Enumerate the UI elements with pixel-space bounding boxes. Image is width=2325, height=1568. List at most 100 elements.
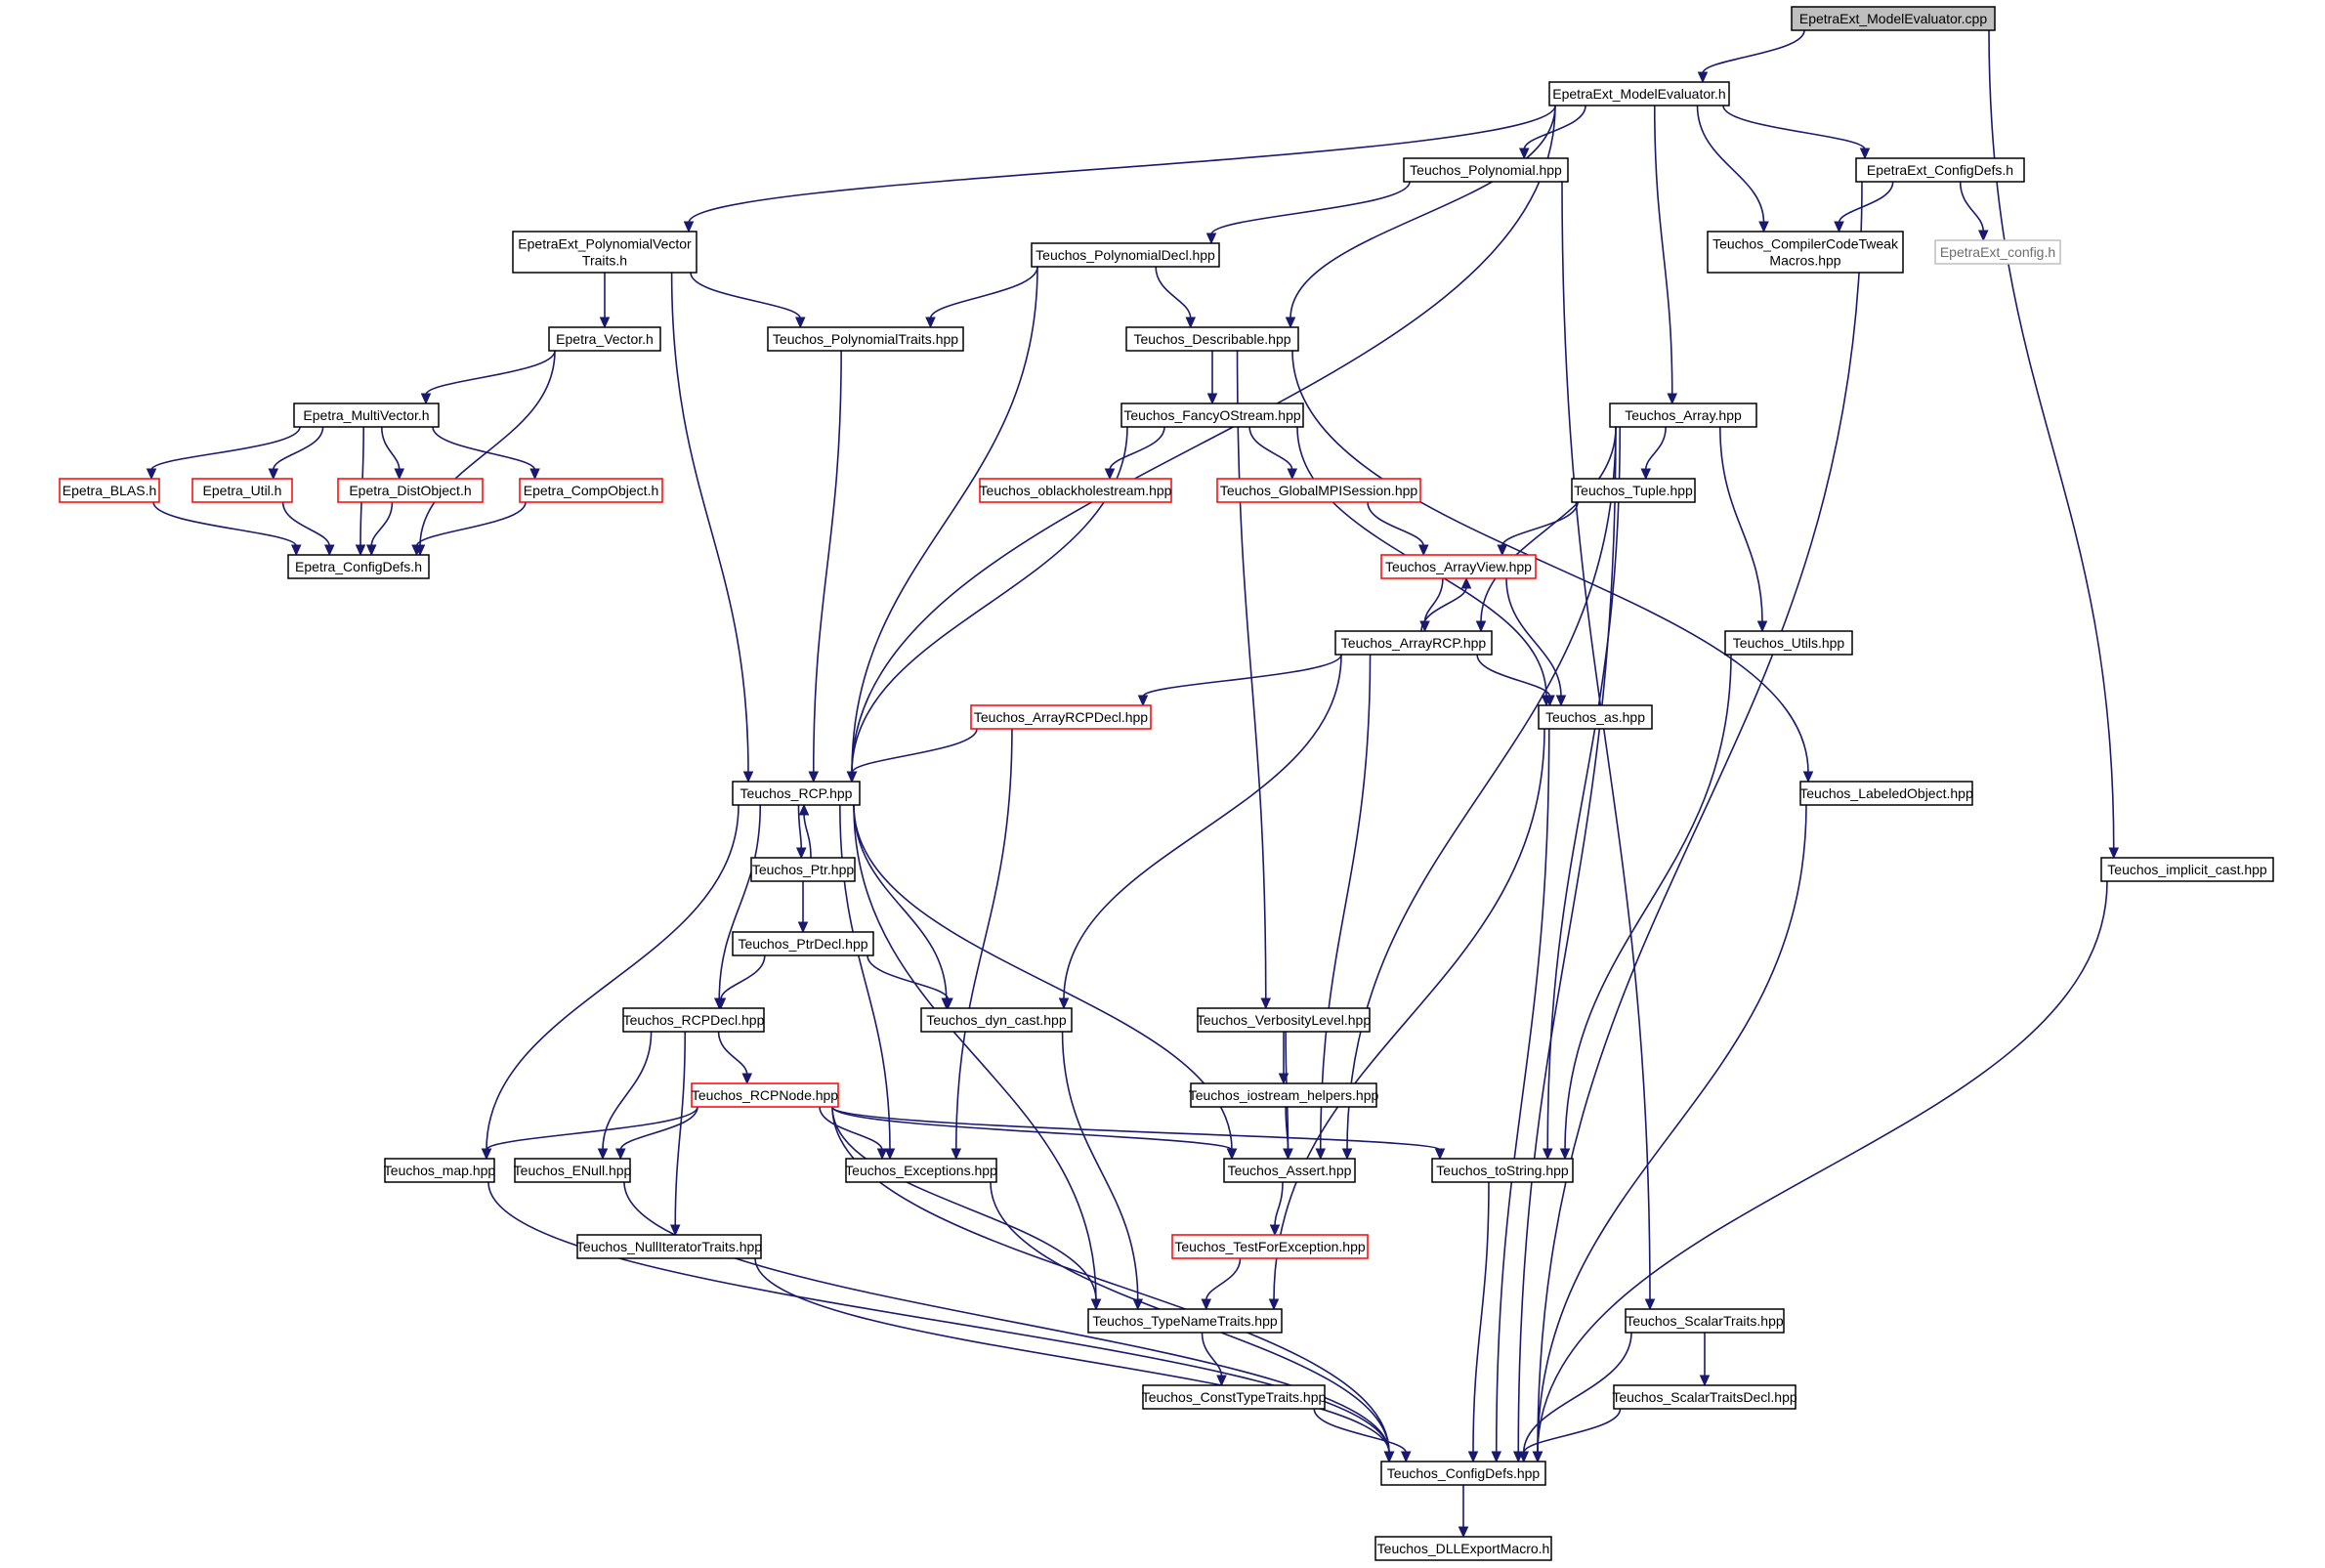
node-box[interactable] bbox=[1403, 157, 1569, 183]
node-stdecl[interactable]: Teuchos_ScalarTraitsDecl.hpp bbox=[1612, 1384, 1797, 1410]
node-assert[interactable]: Teuchos_Assert.hpp bbox=[1223, 1158, 1356, 1183]
node-box[interactable] bbox=[1855, 157, 2025, 183]
node-dll[interactable]: Teuchos_DLLExportMacro.h bbox=[1374, 1536, 1552, 1561]
node-cfg_ext[interactable]: EpetraExt_ConfigDefs.h bbox=[1855, 157, 2025, 183]
node-box[interactable] bbox=[1380, 554, 1537, 579]
node-box[interactable] bbox=[2100, 857, 2274, 882]
node-exc[interactable]: Teuchos_Exceptions.hpp bbox=[845, 1158, 997, 1183]
node-box[interactable] bbox=[1609, 403, 1757, 428]
node-vec[interactable]: Epetra_Vector.h bbox=[548, 326, 661, 352]
node-box[interactable] bbox=[1934, 239, 2061, 265]
node-dyncast[interactable]: Teuchos_dyn_cast.hpp bbox=[920, 1007, 1073, 1033]
node-labeled[interactable]: Teuchos_LabeledObject.hpp bbox=[1799, 781, 1973, 806]
node-tcfg[interactable]: Teuchos_ConfigDefs.hpp bbox=[1380, 1461, 1546, 1486]
node-box[interactable] bbox=[1571, 478, 1696, 503]
node-box[interactable] bbox=[1374, 1536, 1552, 1561]
node-box[interactable] bbox=[1613, 1384, 1797, 1410]
node-box[interactable] bbox=[548, 326, 661, 352]
node-rcpdecl[interactable]: Teuchos_RCPDecl.hpp bbox=[622, 1007, 765, 1033]
node-box[interactable] bbox=[384, 1158, 495, 1183]
node-polydecl[interactable]: Teuchos_PolynomialDecl.hpp bbox=[1031, 242, 1220, 268]
node-tuple[interactable]: Teuchos_Tuple.hpp bbox=[1571, 478, 1696, 503]
node-box[interactable] bbox=[1334, 630, 1493, 656]
node-box[interactable] bbox=[970, 704, 1152, 730]
node-as[interactable]: Teuchos_as.hpp bbox=[1538, 704, 1653, 730]
node-implicit[interactable]: Teuchos_implicit_cast.hpp bbox=[2100, 857, 2274, 882]
node-box[interactable] bbox=[1197, 1007, 1371, 1033]
node-av[interactable]: Teuchos_ArrayView.hpp bbox=[1380, 554, 1537, 579]
node-distobj[interactable]: Epetra_DistObject.h bbox=[337, 478, 484, 503]
node-ctt[interactable]: Teuchos_ConstTypeTraits.hpp bbox=[1142, 1384, 1327, 1410]
node-box[interactable] bbox=[1431, 1158, 1574, 1183]
node-obh[interactable]: Teuchos_oblackholestream.hpp bbox=[979, 478, 1172, 503]
node-box[interactable] bbox=[1380, 1461, 1546, 1486]
node-util[interactable]: Epetra_Util.h bbox=[191, 478, 293, 503]
node-gmpi[interactable]: Teuchos_GlobalMPISession.hpp bbox=[1216, 478, 1421, 503]
node-box[interactable] bbox=[1171, 1234, 1369, 1259]
node-box[interactable] bbox=[293, 403, 440, 428]
node-box[interactable] bbox=[920, 1007, 1073, 1033]
node-arr[interactable]: Teuchos_Array.hpp bbox=[1609, 403, 1757, 428]
node-rcp[interactable]: Teuchos_RCP.hpp bbox=[732, 781, 861, 806]
node-box[interactable] bbox=[1538, 704, 1653, 730]
node-box[interactable] bbox=[1791, 6, 1996, 31]
node-box[interactable] bbox=[732, 931, 874, 956]
node-box[interactable] bbox=[514, 1158, 631, 1183]
node-box[interactable] bbox=[767, 326, 964, 352]
node-box[interactable] bbox=[337, 478, 484, 503]
node-box[interactable] bbox=[1216, 478, 1421, 503]
node-box[interactable] bbox=[1142, 1384, 1326, 1410]
node-box[interactable] bbox=[1190, 1082, 1377, 1108]
node-arcp[interactable]: Teuchos_ArrayRCP.hpp bbox=[1334, 630, 1493, 656]
node-box[interactable] bbox=[622, 1007, 765, 1033]
node-st[interactable]: Teuchos_ScalarTraits.hpp bbox=[1625, 1308, 1785, 1334]
node-ptrdecl[interactable]: Teuchos_PtrDecl.hpp bbox=[732, 931, 874, 956]
node-box[interactable] bbox=[1707, 231, 1904, 274]
node-box[interactable] bbox=[512, 231, 698, 274]
node-box[interactable] bbox=[1087, 1308, 1283, 1334]
node-box[interactable] bbox=[519, 478, 663, 503]
node-utils[interactable]: Teuchos_Utils.hpp bbox=[1724, 630, 1853, 656]
node-box[interactable] bbox=[1125, 326, 1299, 352]
node-box[interactable] bbox=[845, 1158, 997, 1183]
node-ptr[interactable]: Teuchos_Ptr.hpp bbox=[750, 857, 856, 882]
node-box[interactable] bbox=[1120, 403, 1304, 428]
node-me_h[interactable]: EpetraExt_ModelEvaluator.h bbox=[1548, 81, 1730, 106]
node-box[interactable] bbox=[1625, 1308, 1785, 1334]
node-blas[interactable]: Epetra_BLAS.h bbox=[59, 478, 160, 503]
node-box[interactable] bbox=[576, 1234, 762, 1259]
node-tfe[interactable]: Teuchos_TestForException.hpp bbox=[1171, 1234, 1369, 1259]
node-enull[interactable]: Teuchos_ENull.hpp bbox=[514, 1158, 632, 1183]
node-ioh[interactable]: Teuchos_iostream_helpers.hpp bbox=[1189, 1082, 1379, 1108]
node-box[interactable] bbox=[1724, 630, 1853, 656]
node-box[interactable] bbox=[979, 478, 1172, 503]
node-box[interactable] bbox=[750, 857, 856, 882]
node-tostr[interactable]: Teuchos_toString.hpp bbox=[1431, 1158, 1574, 1183]
node-box[interactable] bbox=[1799, 781, 1973, 806]
node-nit[interactable]: Teuchos_NullIteratorTraits.hpp bbox=[576, 1234, 762, 1259]
node-rcpnode[interactable]: Teuchos_RCPNode.hpp bbox=[691, 1082, 839, 1108]
node-ep_cfg[interactable]: Epetra_ConfigDefs.h bbox=[287, 554, 430, 579]
node-box[interactable] bbox=[287, 554, 430, 579]
node-box[interactable] bbox=[1223, 1158, 1356, 1183]
node-box[interactable] bbox=[732, 781, 861, 806]
node-descr[interactable]: Teuchos_Describable.hpp bbox=[1125, 326, 1299, 352]
node-map[interactable]: Teuchos_map.hpp bbox=[384, 1158, 496, 1183]
node-fos[interactable]: Teuchos_FancyOStream.hpp bbox=[1120, 403, 1304, 428]
node-teu_poly[interactable]: Teuchos_Polynomial.hpp bbox=[1403, 157, 1569, 183]
node-box[interactable] bbox=[59, 478, 160, 503]
node-box[interactable] bbox=[191, 478, 293, 503]
node-box[interactable] bbox=[691, 1082, 839, 1108]
node-tnt[interactable]: Teuchos_TypeNameTraits.hpp bbox=[1087, 1308, 1283, 1334]
node-polytraits[interactable]: Teuchos_PolynomialTraits.hpp bbox=[767, 326, 964, 352]
node-compobj[interactable]: Epetra_CompObject.h bbox=[519, 478, 663, 503]
node-verb[interactable]: Teuchos_VerbosityLevel.hpp bbox=[1197, 1007, 1371, 1033]
node-ext_cfg[interactable]: EpetraExt_config.h bbox=[1934, 239, 2061, 265]
node-mv[interactable]: Epetra_MultiVector.h bbox=[293, 403, 440, 428]
node-box[interactable] bbox=[1548, 81, 1730, 106]
node-arcpdecl[interactable]: Teuchos_ArrayRCPDecl.hpp bbox=[970, 704, 1152, 730]
node-box[interactable] bbox=[1031, 242, 1220, 268]
node-root[interactable]: EpetraExt_ModelEvaluator.cpp bbox=[1791, 6, 1996, 31]
